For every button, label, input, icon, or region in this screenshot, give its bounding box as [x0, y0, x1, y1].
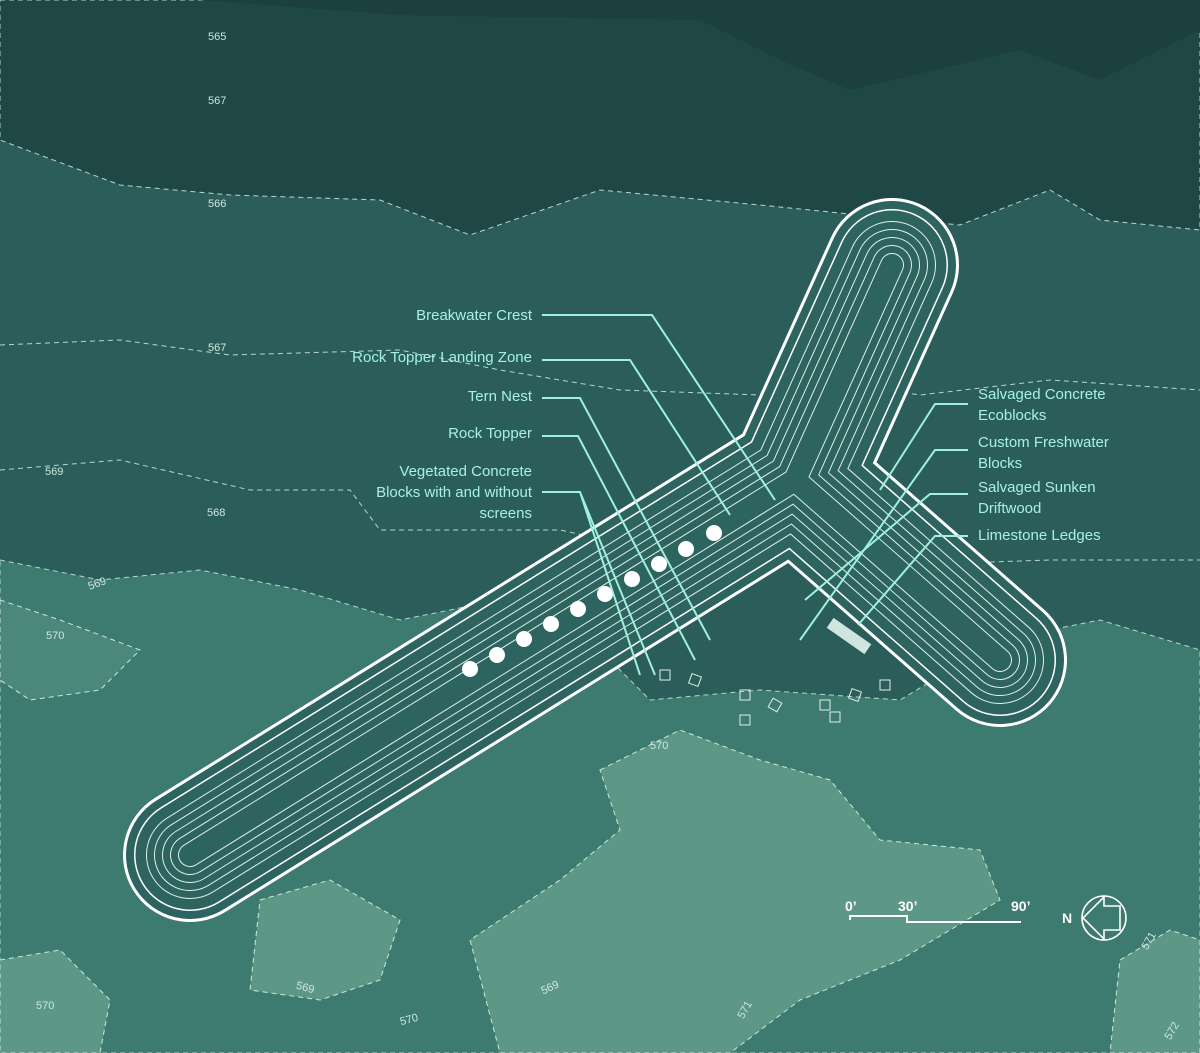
contour-label: 565 [208, 31, 227, 43]
contour-label: 567 [208, 95, 227, 107]
tern-nests [462, 525, 722, 677]
ecoblocks [659, 669, 891, 726]
contour-label: 568 [207, 507, 226, 519]
shoal-zone [0, 949, 111, 1053]
label-limestone-ledges: Limestone Ledges [978, 527, 1101, 544]
label-breakwater-crest: Breakwater Crest [416, 307, 532, 324]
limestone-ledge [826, 617, 872, 655]
contour-label: 569 [45, 466, 64, 478]
leader-lines [542, 314, 968, 676]
breakwater [123, 198, 1067, 922]
scale-bar [849, 915, 1021, 923]
label-custom-freshwater-blocks: Custom Freshwater Blocks [978, 434, 1109, 472]
contour-label: 570 [650, 740, 669, 752]
label-rock-topper: Rock Topper [448, 425, 532, 442]
scale-tick-30: 30’ [898, 898, 918, 914]
label-vegetated-concrete-blocks: Vegetated Concrete Blocks with and witho… [376, 463, 532, 522]
shoal-zone [469, 729, 1001, 1053]
label-salvaged-sunken-driftwood: Salvaged Sunken Driftwood [978, 479, 1096, 517]
label-tern-nest: Tern Nest [467, 388, 532, 405]
label-rock-topper-landing-zone: Rock Topper Landing Zone [352, 349, 532, 366]
north-label: N [1062, 910, 1073, 926]
label-salvaged-concrete-ecoblocks: Salvaged Concrete Ecoblocks [978, 386, 1106, 424]
north-arrow-icon [1081, 895, 1127, 941]
mid-zone [0, 0, 1200, 90]
contour-label: 567 [208, 342, 227, 354]
contour-label: 566 [208, 198, 227, 210]
scale-tick-90: 90’ [1011, 898, 1031, 914]
scale-tick-0: 0’ [845, 898, 857, 914]
shoal-zone [0, 599, 141, 701]
contour-label: 570 [46, 630, 65, 642]
contour-label: 570 [36, 1000, 55, 1012]
shoal-zone [249, 879, 401, 1001]
shoal-zone [1109, 929, 1200, 1053]
